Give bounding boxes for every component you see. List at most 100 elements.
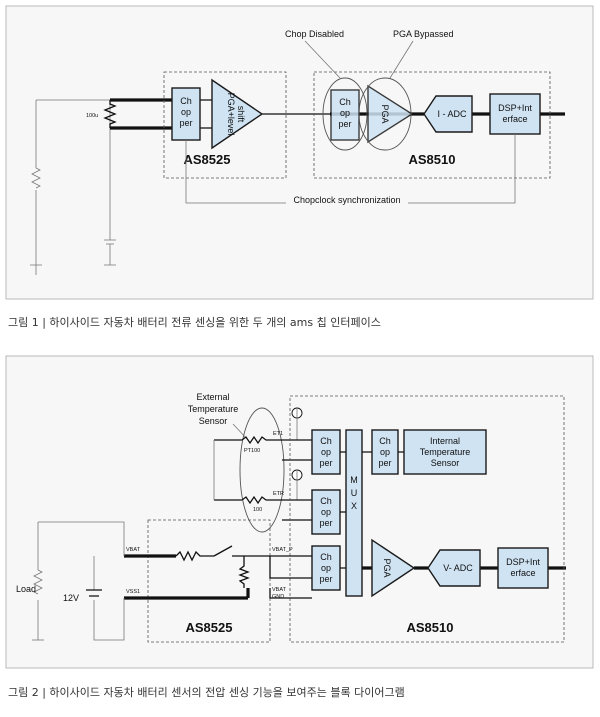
ref-resistor-icon (214, 495, 282, 505)
dsp-label-2: erface (502, 114, 527, 124)
pga-bypassed-annotation: PGA Bypassed (393, 29, 454, 39)
ext-sensor-label-2: Temperature (188, 404, 239, 414)
chopper-disabled-label-1: Ch (339, 97, 351, 107)
as8525-label-2: AS8525 (186, 620, 233, 635)
as8525-to-chopper-wires (269, 556, 312, 599)
load-resistor-icon (31, 167, 41, 189)
r100-label: 100 (253, 507, 262, 513)
chopper-block-1 (171, 87, 201, 141)
chopper-vbat-label-1: Ch (320, 552, 332, 562)
as8510-label-2: AS8510 (407, 620, 454, 635)
chopper-block-vbat (311, 545, 341, 591)
vbat-gnd-label-1: VBAT (272, 587, 287, 593)
chopclock-sync-label: Chopclock synchronization (293, 195, 400, 205)
chopper-to-mux-wires (340, 451, 346, 569)
pt100-label: PT100 (244, 448, 260, 454)
figure-2-frame (5, 355, 594, 669)
v-adc-block (427, 549, 481, 587)
dsp-interface-block-2 (497, 547, 549, 589)
chopper-label-1: Ch (180, 96, 192, 106)
load-resistor-icon-2 (33, 569, 43, 595)
chop-disabled-ellipse (322, 77, 368, 151)
pga-shift-label-2: shift (236, 106, 246, 123)
chopper-label-2: op (181, 107, 191, 117)
chopper-to-pga-wires (200, 99, 330, 129)
internal-sensor-label-2: Temperature (420, 447, 471, 457)
sync-label-bg (286, 193, 408, 205)
as8510-label: AS8510 (409, 152, 456, 167)
dsp-label-1: DSP+Int (498, 103, 532, 113)
chopper-et1-label-3: per (319, 458, 332, 468)
pga-bypassed-leader (389, 40, 414, 79)
chopper-et1-label-1: Ch (320, 436, 332, 446)
battery-icon (104, 100, 116, 265)
chopper-disabled-label-3: per (338, 119, 351, 129)
etr-label: ETR (273, 491, 284, 497)
as8525-label: AS8525 (184, 152, 231, 167)
chop-disabled-annotation: Chop Disabled (285, 29, 344, 39)
chopper-int-label-2: op (380, 447, 390, 457)
chopper-disabled-label-2: op (340, 108, 350, 118)
sensor-input-wires (282, 439, 312, 521)
as8510-region (313, 71, 551, 179)
chopper-etr-label-1: Ch (320, 496, 332, 506)
pga-shift-label-1: PGA+level (226, 93, 236, 136)
chopper-etr-label-2: op (321, 507, 331, 517)
pga-bypassed-ellipse (358, 77, 412, 151)
chopper-etr-label-3: per (319, 518, 332, 528)
figure-1-frame (5, 5, 594, 300)
vbat-series-resistor-icon (175, 550, 214, 562)
ext-sensor-label-3: Sensor (199, 416, 228, 426)
sense-network-wires (35, 99, 110, 275)
as8525-region (163, 71, 287, 179)
internal-temp-sensor-block (403, 429, 487, 475)
chopper-int-label-1: Ch (379, 436, 391, 446)
pga-label: PGA (382, 558, 392, 577)
vbat-gnd-label-2: GND (272, 594, 284, 600)
pga-level-shift-triangle (211, 78, 264, 150)
dsp2-label-1: DSP+Int (506, 557, 540, 567)
pt100-resistor-icon (214, 435, 282, 445)
internal-sensor-label-1: Internal (430, 436, 460, 446)
mux-block (345, 429, 363, 597)
chopper-block-internal (371, 429, 399, 475)
figure-1: 100u Ch op per PGA+level shift AS8525 Ch… (5, 5, 594, 300)
chopper-label-3: per (179, 118, 192, 128)
pga-triangle (371, 538, 416, 598)
sense-lines (110, 98, 172, 130)
shunt-label: 100u (86, 113, 98, 119)
vss-label: VSS1 (126, 589, 140, 595)
chopper-vbat-label-3: per (319, 574, 332, 584)
shunt-resistor-icon (103, 100, 117, 128)
chopper-block-disabled (330, 89, 360, 141)
vss-line (124, 588, 250, 600)
vbat-p-label: VBAT_P (272, 547, 293, 553)
divider-resistor-icon (238, 556, 250, 588)
i-adc-label: I - ADC (437, 109, 467, 119)
chopper-vbat-label-2: op (321, 563, 331, 573)
ext-sensor-ellipse (239, 407, 285, 533)
mux-label-x: X (351, 501, 357, 511)
battery-12v-label: 12V (63, 593, 79, 603)
load-label: Load (16, 584, 36, 594)
vbat-label: VBAT (126, 547, 141, 553)
i-adc-block (423, 95, 473, 133)
dsp2-label-2: erface (510, 568, 535, 578)
et1-label: ET1 (273, 431, 283, 437)
mux-label-m: M (350, 475, 358, 485)
ext-sensor-label-1: External (196, 392, 229, 402)
figure-2: External Temperature Sensor PT100 100 ET… (5, 355, 594, 669)
figure-2-caption: 그림 2 | 하이사이드 자동차 배터리 센서의 전압 센싱 기능을 보여주는 … (8, 685, 405, 699)
load-circuit-wires (37, 521, 125, 641)
as8525-region-2 (147, 519, 271, 643)
pga-bypassed-triangle (367, 84, 414, 144)
pga-bypassed-label: PGA (380, 104, 390, 123)
internal-sensor-label-3: Sensor (431, 458, 460, 468)
figure-1-caption: 그림 1 | 하이사이드 자동차 배터리 전류 센싱을 위한 두 개의 ams … (8, 315, 381, 329)
v-adc-label: V- ADC (443, 563, 473, 573)
chopper-et1-label-2: op (321, 447, 331, 457)
battery-12v-icon (86, 589, 102, 597)
chop-disabled-leader (304, 40, 341, 79)
